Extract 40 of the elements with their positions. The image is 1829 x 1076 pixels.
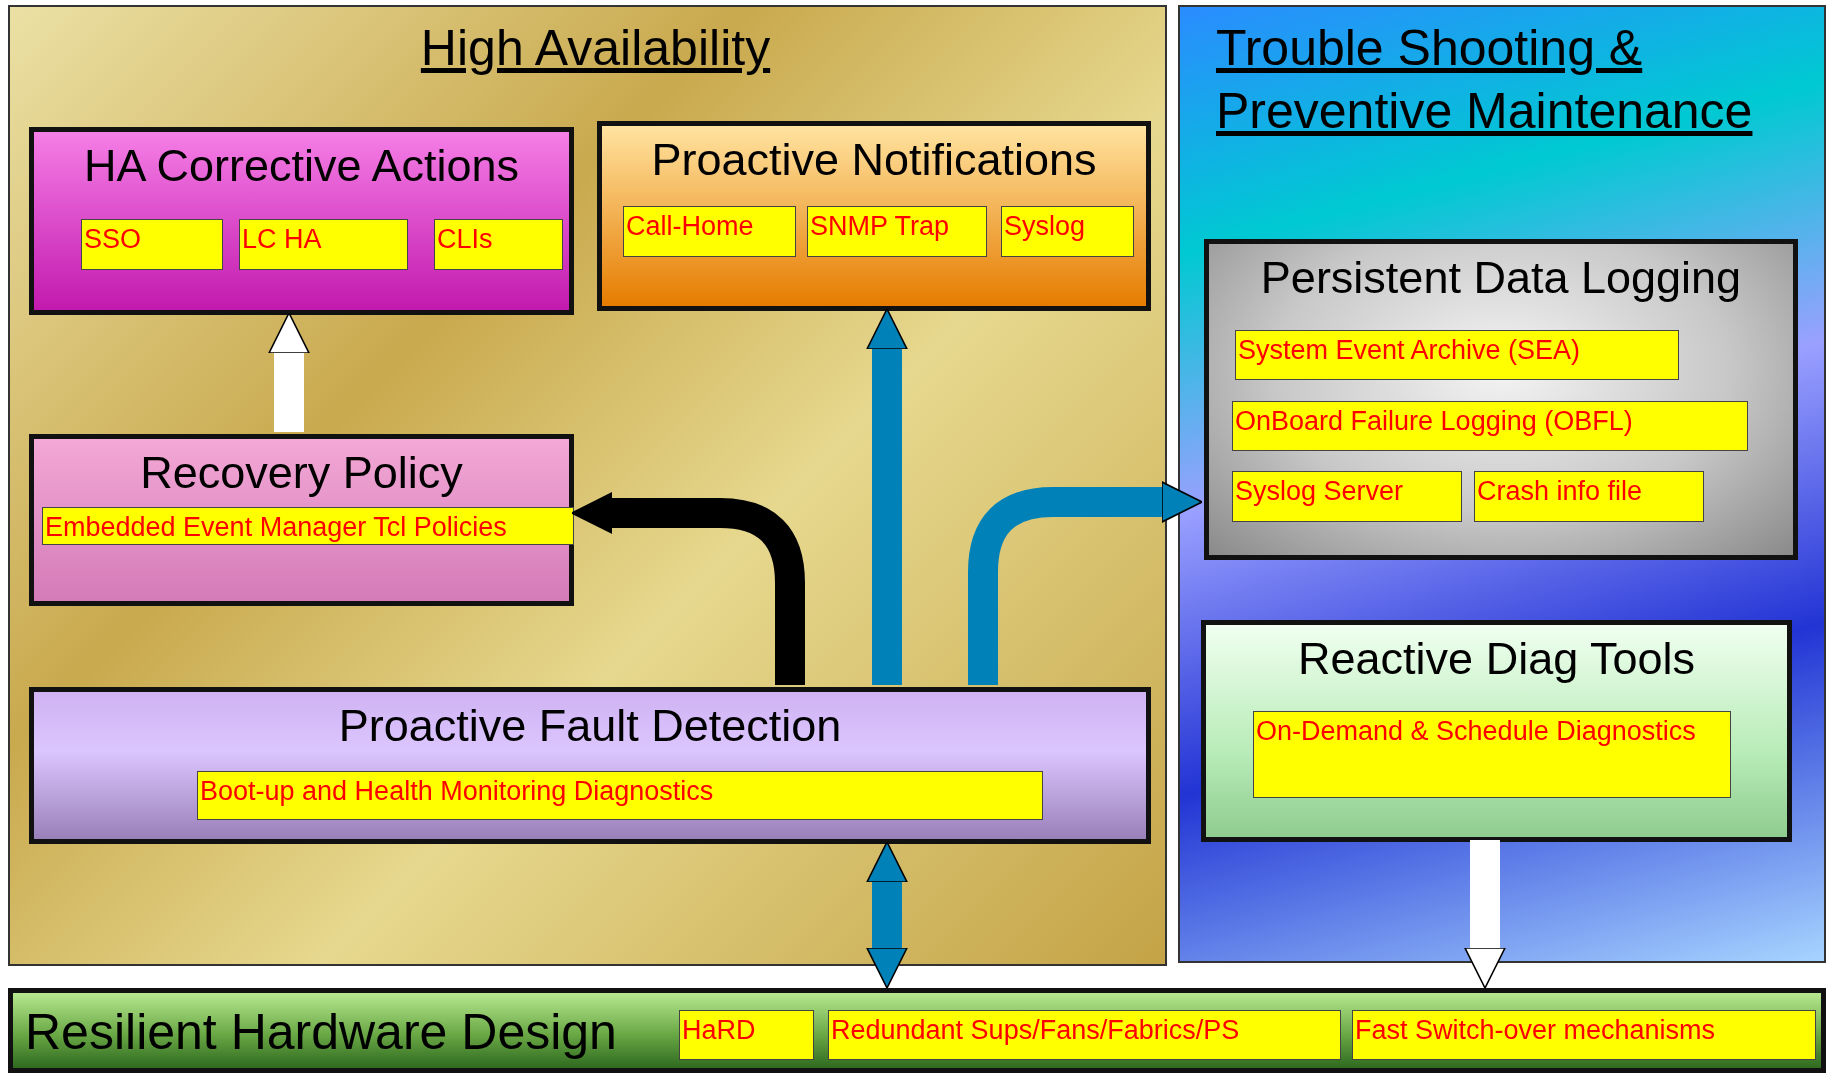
feature-tag: Syslog Server [1232,471,1462,522]
feature-tag: Redundant Sups/Fans/Fabrics/PS [828,1010,1341,1060]
feature-tag: Call-Home [623,206,796,257]
feature-tag: CLIs [434,219,563,270]
feature-tag: SSO [81,219,223,270]
block-arrow [571,492,805,685]
block-arrow [1464,840,1506,989]
feature-tag: SNMP Trap [807,206,987,257]
block-arrow [866,308,908,685]
feature-tag: Embedded Event Manager Tcl Policies [42,507,574,545]
feature-box [597,121,1151,311]
feature-tag: Fast Switch-over mechanisms [1352,1010,1816,1060]
bar-title: Resilient Hardware Design [25,1003,617,1061]
feature-box [29,687,1151,844]
feature-tag: OnBoard Failure Logging (OBFL) [1232,401,1748,451]
feature-box [1201,620,1792,842]
feature-box [29,127,574,315]
box-title: Proactive Fault Detection [337,700,843,752]
feature-tag: System Event Archive (SEA) [1235,330,1679,380]
feature-tag: LC HA [239,219,408,270]
feature-tag: Syslog [1001,206,1134,257]
foundation-bar [8,988,1826,1073]
feature-box [1204,239,1798,560]
box-title: Reactive Diag Tools [1297,633,1696,685]
feature-tag: Crash info file [1474,471,1704,522]
box-title: HA Corrective Actions [82,140,521,192]
block-arrow [268,312,310,432]
section-title: High Availability [419,19,772,78]
feature-tag: HaRD [679,1010,814,1060]
section-title: Trouble Shooting & Preventive Maintenance [1216,19,1754,141]
box-title: Recovery Policy [139,447,464,499]
feature-box [29,434,574,606]
box-title: Proactive Notifications [650,134,1098,186]
feature-tag: On-Demand & Schedule Diagnostics [1253,711,1731,798]
box-title: Persistent Data Logging [1259,252,1743,304]
feature-tag: Boot-up and Health Monitoring Diagnostics [197,771,1043,820]
section-panel [1178,5,1826,963]
block-arrow [968,481,1203,685]
section-panel [8,5,1167,966]
block-arrow [866,841,908,989]
